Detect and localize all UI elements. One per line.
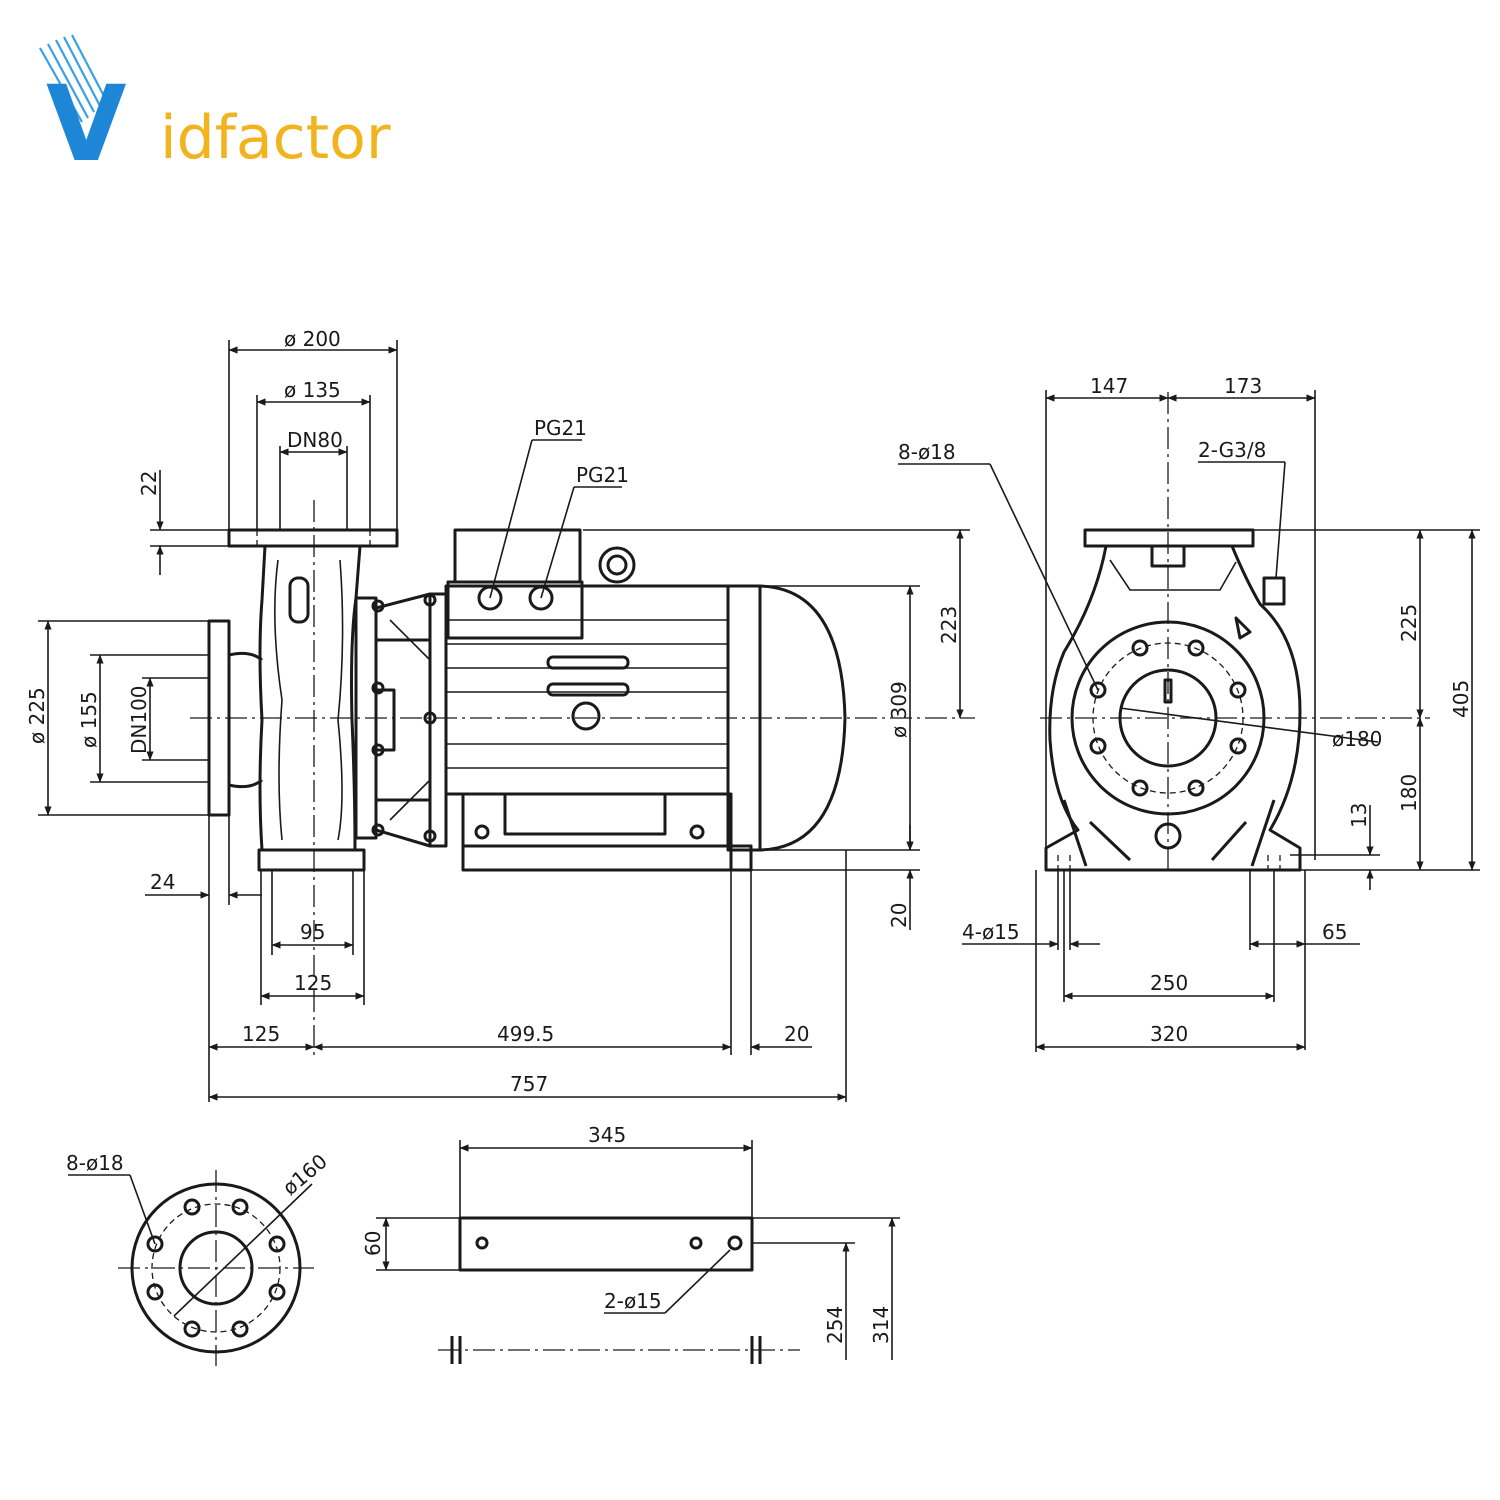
label-cable-gland-2: PG21 [576, 463, 629, 487]
dim-outlet-nominal: DN80 [287, 428, 343, 452]
fan-cover [726, 584, 847, 852]
terminal-box [446, 580, 584, 640]
label-drain-plugs: 2-G3/8 [1198, 438, 1266, 462]
label-bolt-circle: ø180 [1332, 727, 1382, 751]
side-view [190, 500, 975, 1060]
dim-right-width: 173 [1224, 374, 1262, 398]
flange-detail: 8-ø18 ø160 [66, 1149, 332, 1366]
earth-terminal-icon [571, 701, 601, 731]
dim-motor-height: 223 [937, 606, 961, 644]
label-cable-gland-1: PG21 [534, 416, 587, 440]
dim-foot-thickness: 13 [1347, 803, 1371, 828]
logo-initial: V [46, 63, 127, 185]
front-suction-flange [1070, 620, 1266, 816]
dim-plate-width: 60 [361, 1231, 385, 1256]
motor-flange [428, 592, 448, 848]
dim-left-width: 147 [1090, 374, 1128, 398]
dim-overall-length: 757 [510, 1072, 548, 1096]
dim-upper-height: 225 [1397, 604, 1421, 642]
dim-outlet-flange-dia: ø 200 [284, 327, 341, 351]
logo-wordmark: idfactor [160, 103, 391, 173]
dim-foot-hole-spacing: 65 [1322, 920, 1347, 944]
front-view [1040, 392, 1430, 872]
terminal-box-cover [453, 528, 582, 584]
dim-overall-width: 320 [1150, 1022, 1188, 1046]
inlet-flange [207, 619, 231, 817]
label-plate-holes: 2-ø15 [604, 1289, 662, 1313]
front-outlet-flange [1083, 528, 1255, 548]
label-flange-bolt-circle: ø160 [278, 1149, 332, 1200]
dim-inlet-flange-offset: 24 [150, 870, 175, 894]
rotation-arrow-icon [1234, 616, 1252, 640]
flange-bolt-holes [146, 1198, 286, 1338]
front-drain-hole [1154, 822, 1182, 850]
dim-inlet-bolt-circle: ø 155 [77, 691, 101, 748]
front-volute [1044, 545, 1302, 872]
vidfactor-logo: V idfactor [39, 34, 391, 185]
motor-body [444, 584, 730, 796]
casing-foot [257, 848, 366, 872]
logo-feather-icon [39, 34, 107, 123]
motor-foot [461, 792, 733, 848]
label-flange-holes: 8-ø18 [66, 1151, 124, 1175]
dim-foot-span: 250 [1150, 971, 1188, 995]
front-view-dimensions: 147 173 8-ø18 2-G3/8 ø180 225 180 405 13… [898, 374, 1480, 1052]
dim-axis-height: 180 [1397, 774, 1421, 812]
dim-shaft-length: 499.5 [497, 1022, 554, 1046]
dim-plate-dist-b: 314 [869, 1306, 893, 1344]
dim-foot-outer: 125 [294, 971, 332, 995]
label-front-flange-holes: 8-ø18 [898, 440, 956, 464]
dim-suction-to-axis: 125 [242, 1022, 280, 1046]
dim-flange-thickness: 22 [137, 471, 161, 496]
dim-outlet-bolt-circle: ø 135 [284, 378, 341, 402]
outlet-flange [227, 528, 399, 548]
dim-motor-dia: ø 309 [887, 681, 911, 738]
base-rail [461, 844, 753, 872]
dim-base-height: 20 [887, 903, 911, 928]
dim-inlet-flange-dia: ø 225 [25, 687, 49, 744]
base-plate-holes [475, 1235, 743, 1251]
dim-total-height: 405 [1449, 680, 1473, 718]
dim-inlet-nominal: DN100 [127, 685, 151, 754]
base-plate-detail: 345 60 2-ø15 254 314 [361, 1123, 900, 1364]
label-foot-holes: 4-ø15 [962, 920, 1020, 944]
lifting-eye [598, 546, 636, 584]
front-flange-bolt-holes [1089, 639, 1247, 797]
dim-foot-inner: 95 [300, 920, 325, 944]
side-view-dimensions: ø 200 ø 135 DN80 22 ø 225 ø 155 DN100 [25, 327, 970, 1102]
dim-plate-dist-a: 254 [823, 1306, 847, 1344]
dim-base-end: 20 [784, 1022, 809, 1046]
base-plate [458, 1216, 754, 1272]
dim-plate-length: 345 [588, 1123, 626, 1147]
front-drain-plug [1262, 576, 1286, 606]
drain-plug [288, 576, 310, 624]
